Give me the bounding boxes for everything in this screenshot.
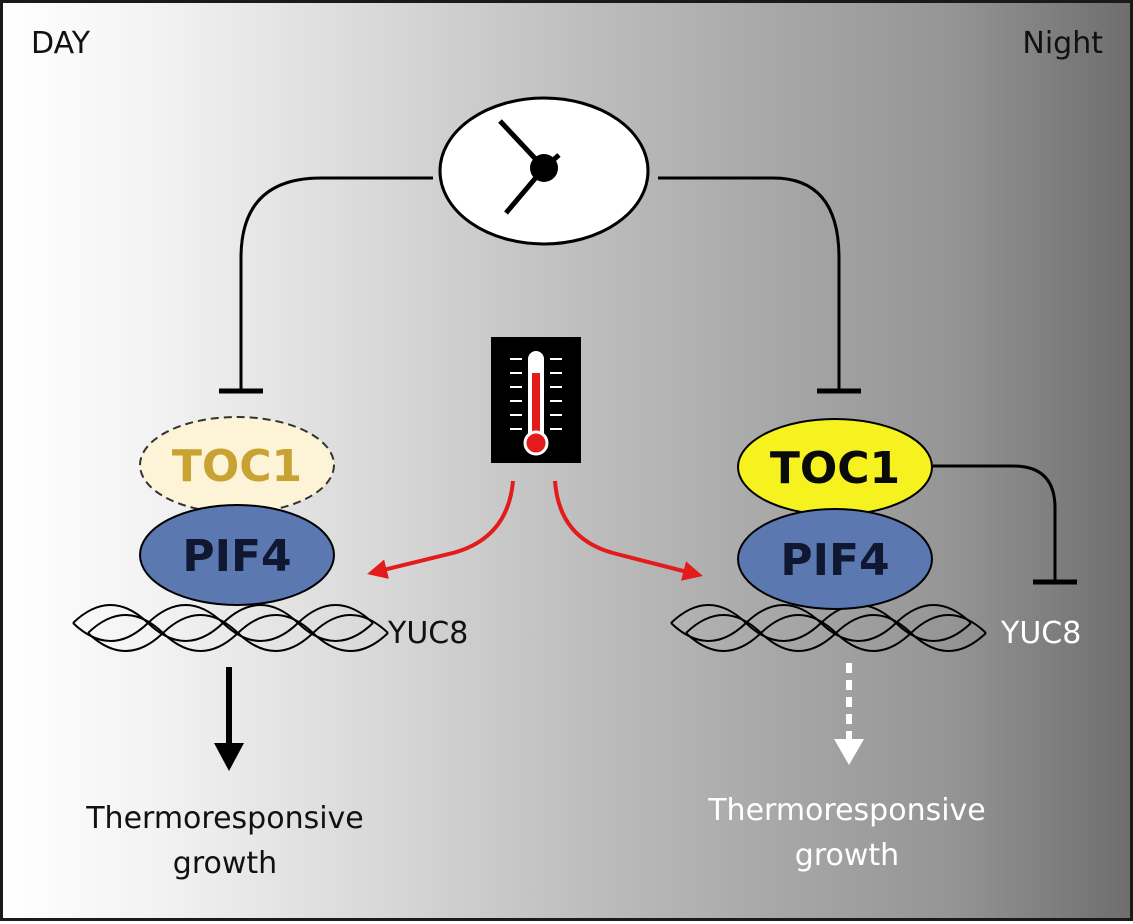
growth-day-line1: Thermoresponsive — [85, 801, 364, 836]
toc1-day-label: TOC1 — [172, 441, 302, 492]
yuc8-day-label: YUC8 — [387, 616, 468, 651]
diagram-svg: DAY Night — [31, 26, 1103, 881]
pif4-day-label: PIF4 — [182, 531, 291, 582]
clock-icon — [438, 96, 650, 246]
growth-arrowhead-day — [214, 743, 244, 771]
day-label: DAY — [31, 26, 91, 61]
thermometer-icon — [491, 337, 581, 463]
growth-day-line2: growth — [173, 846, 277, 881]
growth-arrowhead-night — [834, 739, 864, 765]
toc1-night-label: TOC1 — [770, 443, 900, 494]
growth-night-line2: growth — [795, 838, 899, 873]
dna-helix-day — [72, 604, 389, 652]
pif4-night-label: PIF4 — [780, 535, 889, 586]
clock-inhibition-day — [239, 176, 433, 391]
dna-helix-night — [670, 604, 987, 652]
growth-night-line1: Thermoresponsive — [707, 793, 986, 828]
pif4-day-shape — [139, 504, 335, 606]
temperature-arrow-night — [553, 480, 703, 581]
pif4-night-shape — [737, 508, 933, 610]
yuc8-night-label: YUC8 — [1000, 616, 1081, 651]
clock-inhibition-night — [658, 176, 841, 391]
temperature-arrow-day — [367, 480, 515, 579]
night-label: Night — [1022, 26, 1103, 61]
toc1-yuc8-inhibition — [933, 464, 1057, 581]
toc1-day-shape — [139, 416, 335, 514]
